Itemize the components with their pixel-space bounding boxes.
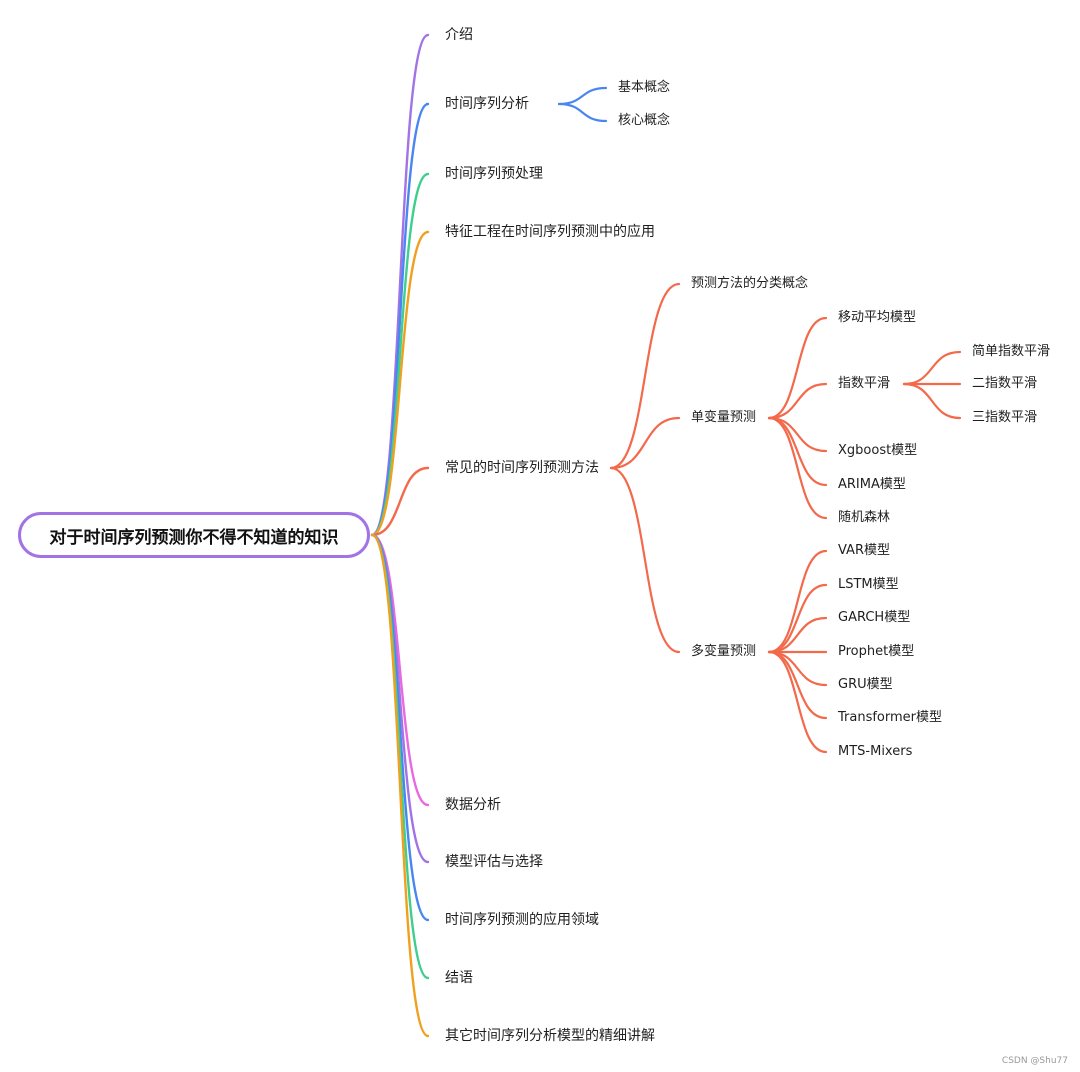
edge-b5c3-m1 bbox=[767, 549, 828, 654]
topic-u4[interactable]: ARIMA模型 bbox=[838, 477, 906, 492]
root-topic[interactable]: 对于时间序列预测你不得不知道的知识 bbox=[18, 512, 370, 558]
edge-u2-e3 bbox=[902, 382, 962, 420]
edge-b5c2-u5 bbox=[767, 416, 828, 520]
topic-m6[interactable]: Transformer模型 bbox=[838, 710, 943, 725]
topic-b5c2[interactable]: 单变量预测 bbox=[691, 410, 757, 425]
topic-b5[interactable]: 常见的时间序列预测方法 bbox=[445, 460, 599, 476]
topic-e3[interactable]: 三指数平滑 bbox=[972, 410, 1038, 425]
topic-e2[interactable]: 二指数平滑 bbox=[972, 376, 1038, 391]
edge-root-b4 bbox=[370, 230, 430, 537]
edge-b2-b2c2 bbox=[557, 102, 608, 123]
edge-b5c2-u2 bbox=[767, 382, 828, 420]
edge-root-b3 bbox=[370, 172, 430, 537]
topic-m3[interactable]: GARCH模型 bbox=[838, 610, 911, 625]
topic-m1[interactable]: VAR模型 bbox=[838, 543, 890, 558]
edge-b2-b2c1 bbox=[557, 86, 608, 106]
topic-u2[interactable]: 指数平滑 bbox=[838, 376, 891, 391]
edge-b5-b5c3 bbox=[609, 466, 681, 654]
edge-b5-b5c2 bbox=[609, 416, 681, 470]
topic-b5c1[interactable]: 预测方法的分类概念 bbox=[691, 276, 809, 291]
topic-b7[interactable]: 模型评估与选择 bbox=[445, 854, 543, 870]
topic-m7[interactable]: MTS-Mixers bbox=[838, 744, 913, 759]
edge-b5c2-u1 bbox=[767, 316, 828, 420]
edge-b5-b5c1 bbox=[609, 282, 681, 470]
topic-b9[interactable]: 结语 bbox=[445, 970, 473, 986]
edge-root-b9 bbox=[370, 533, 430, 980]
edge-b5c3-m2 bbox=[767, 583, 828, 654]
topic-e1[interactable]: 简单指数平滑 bbox=[972, 344, 1051, 359]
topic-b8[interactable]: 时间序列预测的应用领域 bbox=[445, 912, 599, 928]
topic-b10[interactable]: 其它时间序列分析模型的精细讲解 bbox=[445, 1028, 655, 1044]
topic-b2c2[interactable]: 核心概念 bbox=[618, 113, 671, 128]
topic-b1[interactable]: 介绍 bbox=[445, 27, 473, 43]
topic-b2c1[interactable]: 基本概念 bbox=[618, 80, 671, 95]
topic-b3[interactable]: 时间序列预处理 bbox=[445, 166, 543, 182]
topic-m2[interactable]: LSTM模型 bbox=[838, 577, 899, 592]
edge-b5c3-m7 bbox=[767, 650, 828, 754]
topic-u1[interactable]: 移动平均模型 bbox=[838, 310, 917, 325]
topic-b2[interactable]: 时间序列分析 bbox=[445, 96, 529, 112]
topic-m4[interactable]: Prophet模型 bbox=[838, 644, 915, 659]
topic-b6[interactable]: 数据分析 bbox=[445, 797, 501, 813]
edge-b5c2-u4 bbox=[767, 416, 828, 487]
topic-b4[interactable]: 特征工程在时间序列预测中的应用 bbox=[445, 224, 655, 240]
edge-root-b1 bbox=[370, 33, 430, 537]
edge-u2-e1 bbox=[902, 350, 962, 386]
edge-b5c3-m3 bbox=[767, 616, 828, 654]
edge-b5c2-u3 bbox=[767, 416, 828, 453]
edge-b5c3-m5 bbox=[767, 650, 828, 687]
edge-root-b8 bbox=[370, 533, 430, 922]
topic-m5[interactable]: GRU模型 bbox=[838, 677, 893, 692]
watermark: CSDN @Shu77 bbox=[1001, 1056, 1068, 1066]
edge-root-b5 bbox=[370, 466, 430, 537]
topic-u3[interactable]: Xgboost模型 bbox=[838, 443, 918, 458]
topic-b5c3[interactable]: 多变量预测 bbox=[691, 644, 757, 659]
edge-root-b10 bbox=[370, 533, 430, 1038]
topic-u5[interactable]: 随机森林 bbox=[838, 510, 891, 525]
edge-root-b7 bbox=[370, 533, 430, 864]
